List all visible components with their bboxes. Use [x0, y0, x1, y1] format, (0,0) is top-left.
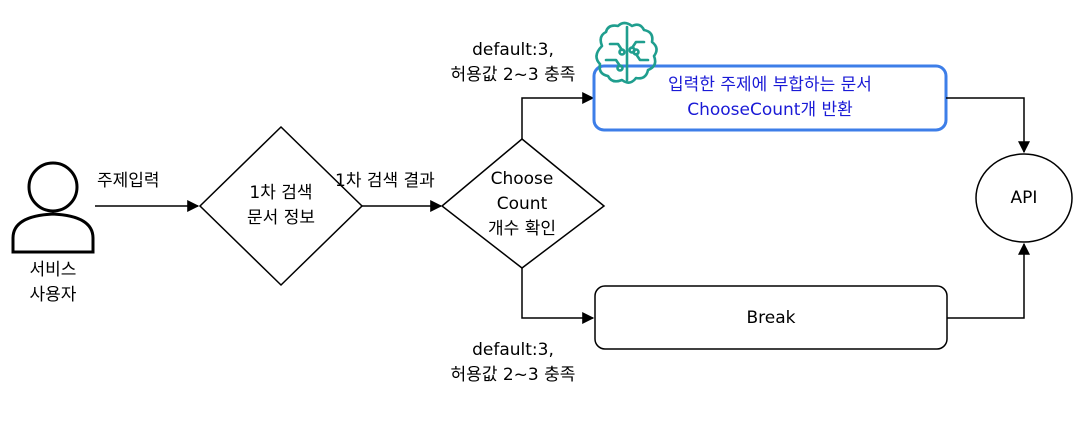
api-label: API — [1010, 187, 1038, 208]
ai-process-line1: 입력한 주제에 부합하는 문서 — [668, 75, 872, 95]
edge-ai-to-api — [946, 97, 1030, 154]
lower-condition-line1: default:3, — [472, 340, 554, 360]
choose-count-label: Choose Count 개수 확인 — [462, 164, 582, 244]
edge-search-result-label: 1차 검색 결과 — [335, 171, 435, 191]
search-info-label: 1차 검색 문서 정보 — [220, 176, 342, 236]
choose-count-line2: Count — [496, 193, 548, 214]
user-icon — [11, 161, 95, 254]
search-info-line1: 1차 검색 — [249, 183, 313, 203]
api-node — [975, 153, 1073, 243]
edge-break-to-api — [947, 242, 1030, 319]
ai-process-label: 입력한 주제에 부합하는 문서 ChooseCount개 반환 — [596, 70, 944, 126]
actor-label-line2: 사용자 — [29, 285, 77, 305]
search-info-diamond — [198, 125, 364, 287]
lower-condition-label: default:3, 허용값 2~3 충족 — [438, 338, 588, 388]
ai-process-line2: ChooseCount개 반환 — [687, 100, 853, 120]
edge-input-label: 주제입력 — [97, 171, 160, 191]
ai-brain-icon — [595, 21, 658, 84]
choose-count-line3: 개수 확인 — [488, 218, 556, 239]
edge-upper-branch — [521, 92, 595, 139]
break-label: Break — [746, 307, 796, 328]
search-info-line2: 문서 정보 — [247, 208, 315, 228]
upper-condition-line1: default:3, — [472, 40, 554, 60]
edge-lower-branch — [521, 268, 595, 324]
upper-condition-line2: 허용값 2~3 충족 — [450, 65, 576, 85]
lower-condition-line2: 허용값 2~3 충족 — [450, 365, 576, 385]
choose-count-line1: Choose — [490, 168, 554, 189]
actor-label: 서비스 사용자 — [18, 258, 88, 308]
upper-condition-label: default:3, 허용값 2~3 충족 — [438, 38, 588, 88]
actor-label-line1: 서비스 — [29, 260, 77, 280]
